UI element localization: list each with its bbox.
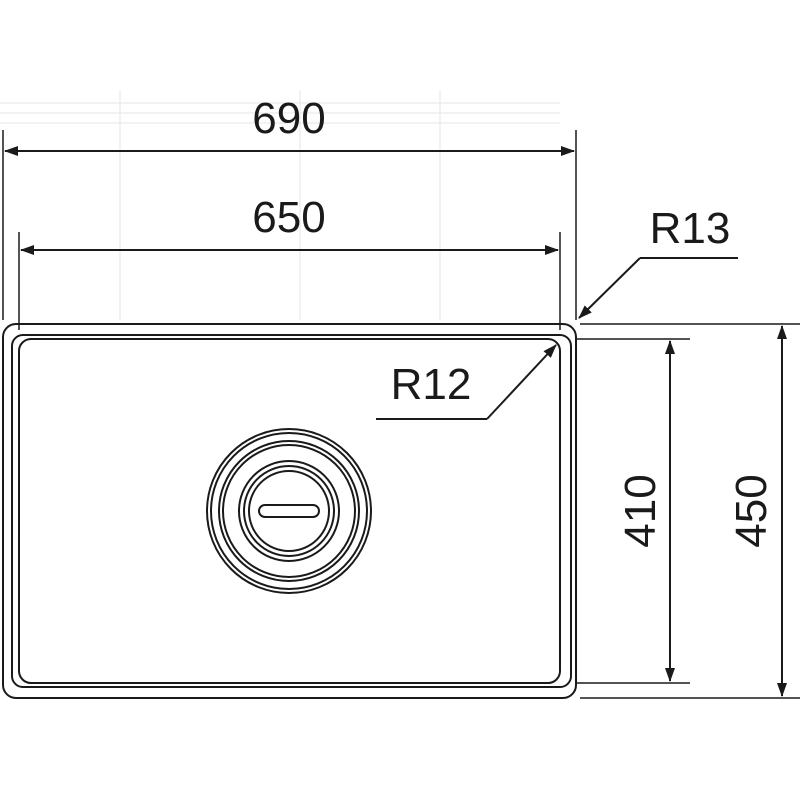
callout-inner-radius: R12	[376, 344, 557, 420]
leader-r12	[486, 344, 557, 420]
dimension-outer-height: 450	[727, 325, 787, 697]
sink-outer-edge	[2, 323, 577, 699]
drain	[206, 428, 372, 594]
extension-lines	[2, 130, 800, 699]
label-r13: R13	[650, 204, 731, 253]
dimension-outer-width: 690	[4, 94, 575, 156]
label-410: 410	[616, 474, 665, 547]
label-690: 690	[252, 94, 325, 143]
label-650: 650	[252, 193, 325, 242]
sink-inner-edge	[11, 334, 572, 688]
label-r12: R12	[391, 360, 472, 409]
leader-r13	[578, 257, 641, 319]
label-450: 450	[727, 474, 776, 547]
dimension-inner-height: 410	[616, 340, 675, 682]
sink-bowl-edge	[18, 338, 561, 684]
drain-slot	[258, 504, 320, 518]
dimension-inner-width: 650	[20, 193, 559, 255]
callout-outer-radius: R13	[578, 204, 738, 319]
sink-body	[2, 323, 577, 699]
background-grid	[0, 90, 560, 320]
